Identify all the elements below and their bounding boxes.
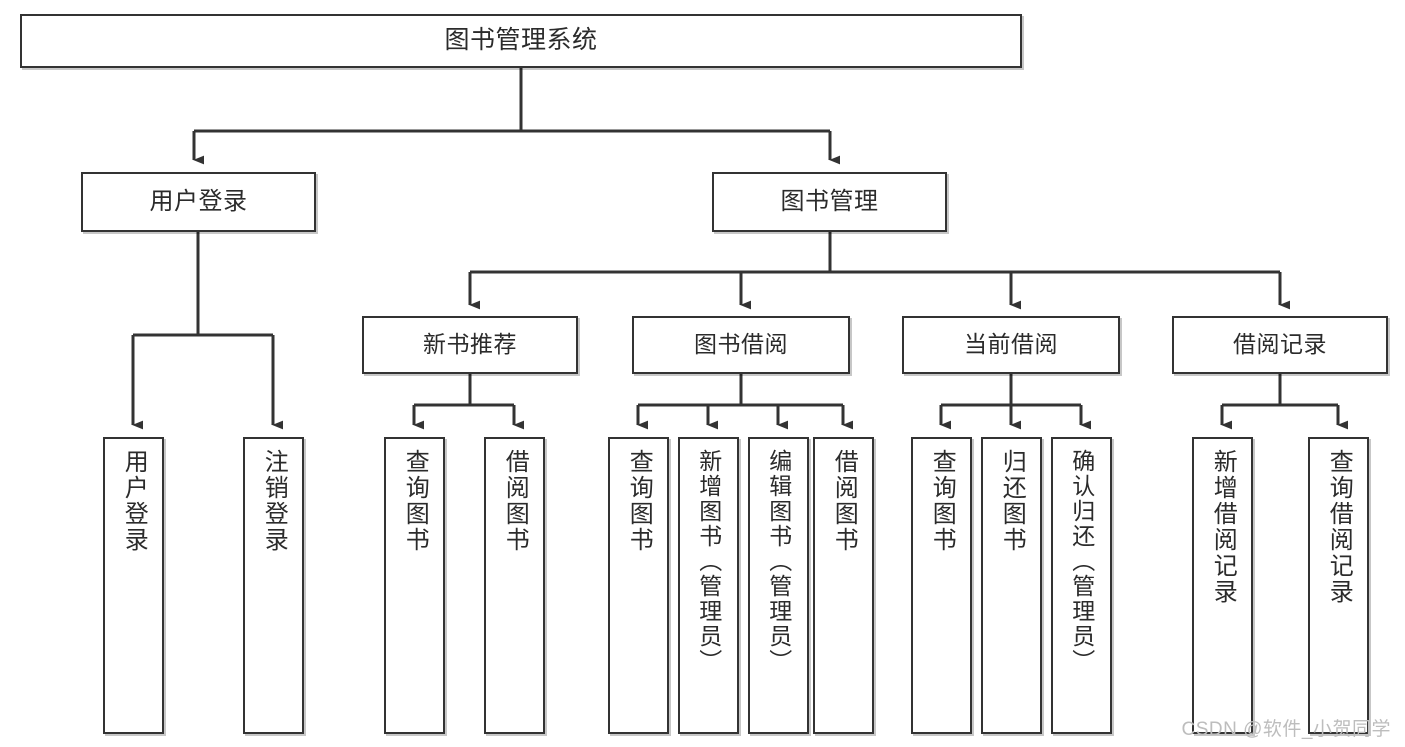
leaf-book-borrow-borrow[interactable]: 借阅图书 [813, 437, 874, 734]
node-book-borrow[interactable]: 图书借阅 [632, 316, 850, 374]
node-label: 当前借阅 [964, 331, 1058, 358]
node-label: 新增借阅记录 [1209, 449, 1237, 605]
node-book-management[interactable]: 图书管理 [712, 172, 947, 232]
node-current-borrow[interactable]: 当前借阅 [902, 316, 1120, 374]
node-label: 新增图书（管理员） [695, 449, 722, 674]
leaf-borrow-record-add[interactable]: 新增借阅记录 [1192, 437, 1253, 734]
leaf-book-borrow-edit[interactable]: 编辑图书（管理员） [748, 437, 809, 734]
node-label: 编辑图书（管理员） [765, 449, 792, 674]
node-label: 用户登录 [120, 449, 148, 553]
node-root-system[interactable]: 图书管理系统 [20, 14, 1022, 68]
node-label: 查询图书 [928, 449, 956, 553]
leaf-new-book-query[interactable]: 查询图书 [384, 437, 445, 734]
leaf-user-login-login[interactable]: 用户登录 [103, 437, 164, 734]
node-label: 查询图书 [625, 449, 653, 553]
node-label: 查询图书 [401, 449, 429, 553]
node-user-login[interactable]: 用户登录 [81, 172, 316, 232]
node-label: 借阅图书 [501, 449, 529, 553]
leaf-current-borrow-confirm[interactable]: 确认归还（管理员） [1051, 437, 1112, 734]
leaf-book-borrow-add[interactable]: 新增图书（管理员） [678, 437, 739, 734]
leaf-new-book-borrow[interactable]: 借阅图书 [484, 437, 545, 734]
node-label: 确认归还（管理员） [1068, 449, 1095, 674]
leaf-current-borrow-query[interactable]: 查询图书 [911, 437, 972, 734]
node-label: 借阅记录 [1233, 331, 1327, 358]
node-borrow-record[interactable]: 借阅记录 [1172, 316, 1388, 374]
leaf-book-borrow-query[interactable]: 查询图书 [608, 437, 669, 734]
node-label: 图书管理系统 [444, 26, 598, 55]
leaf-user-login-logout[interactable]: 注销登录 [243, 437, 304, 734]
node-label: 图书借阅 [694, 331, 788, 358]
leaf-current-borrow-return[interactable]: 归还图书 [981, 437, 1042, 734]
csdn-watermark: CSDN @软件_小贺同学 [1181, 719, 1391, 740]
node-label: 查询借阅记录 [1325, 449, 1353, 605]
node-label: 用户登录 [149, 187, 248, 215]
node-label: 注销登录 [260, 449, 288, 553]
node-label: 归还图书 [998, 449, 1026, 553]
node-new-book-recommend[interactable]: 新书推荐 [362, 316, 578, 374]
node-label: 图书管理 [780, 187, 879, 215]
leaf-borrow-record-query[interactable]: 查询借阅记录 [1308, 437, 1369, 734]
node-label: 新书推荐 [423, 331, 517, 358]
node-label: 借阅图书 [830, 449, 858, 553]
